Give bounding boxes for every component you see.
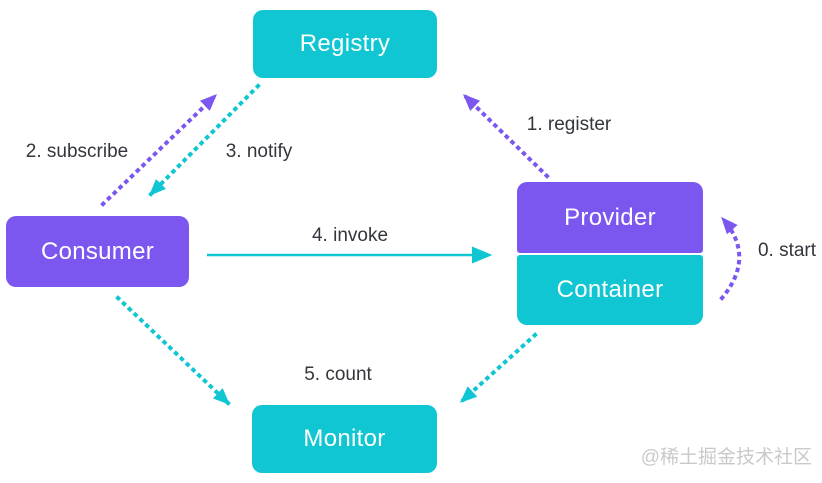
arrow-register <box>462 93 550 179</box>
node-registry: Registry <box>253 10 437 78</box>
edge-label-notify: 3. notify <box>225 141 293 162</box>
node-registry-label: Registry <box>299 30 391 57</box>
node-monitor-label: Monitor <box>303 425 386 452</box>
node-container-label: Container <box>556 276 664 303</box>
node-consumer-label: Consumer <box>40 237 155 265</box>
arrow-notify <box>148 83 261 197</box>
edge-label-start: 0. start <box>757 240 817 261</box>
edge-label-count: 5. count <box>304 364 372 385</box>
arrow-start <box>719 216 742 301</box>
node-consumer: Consumer <box>6 216 189 287</box>
watermark-text: @稀土掘金技术社区 <box>640 447 812 468</box>
edge-label-subscribe: 2. subscribe <box>25 141 129 162</box>
arrow-count-from-provider <box>459 332 538 404</box>
node-monitor: Monitor <box>252 405 437 473</box>
edge-label-register: 1. register <box>526 114 612 135</box>
node-provider-label: Provider <box>564 203 656 231</box>
node-provider: Provider <box>517 182 703 253</box>
node-container: Container <box>517 255 703 325</box>
edge-label-invoke: 4. invoke <box>311 225 389 246</box>
arrow-count-from-consumer <box>115 295 231 406</box>
